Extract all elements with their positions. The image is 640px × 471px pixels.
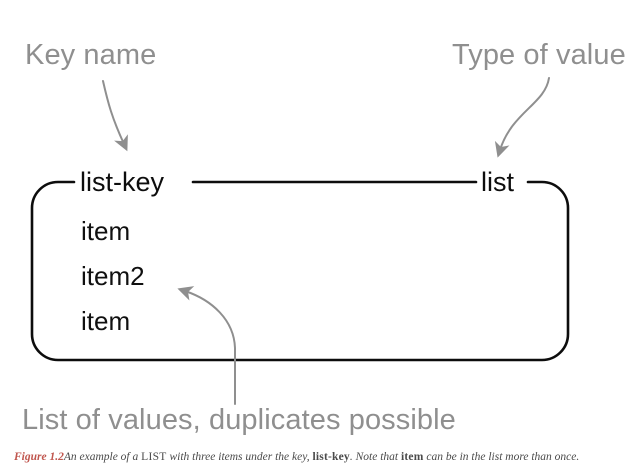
caption-figure-number: Figure 1.2	[14, 451, 64, 463]
arrow-list-of-values	[177, 286, 236, 405]
figure-caption: Figure 1.2An example of a LIST with thre…	[14, 450, 632, 466]
caption-part-4: can be in the list more than once.	[423, 451, 580, 463]
list-type-label: list	[481, 167, 514, 197]
caption-part-1: An example of a	[63, 451, 142, 463]
arrow-type-of-value	[494, 77, 550, 158]
list-key-label: list-key	[80, 167, 165, 197]
list-container-outline	[30, 180, 570, 362]
list-item: item	[81, 216, 131, 246]
caption-item-term: item	[400, 451, 424, 463]
caption-part-2: with three items under the key,	[166, 451, 313, 463]
list-item: item	[81, 306, 131, 336]
list-item: item2	[81, 261, 145, 291]
caption-type-term: LIST	[141, 451, 167, 463]
caption-part-3: . Note that	[349, 451, 401, 463]
annotation-type-of-value: Type of value	[452, 39, 626, 71]
caption-key-term: list-key	[312, 451, 350, 463]
annotation-list-of-values: List of values, duplicates possible	[22, 404, 456, 436]
arrow-key-name	[102, 80, 128, 152]
annotation-key-name: Key name	[25, 39, 157, 71]
